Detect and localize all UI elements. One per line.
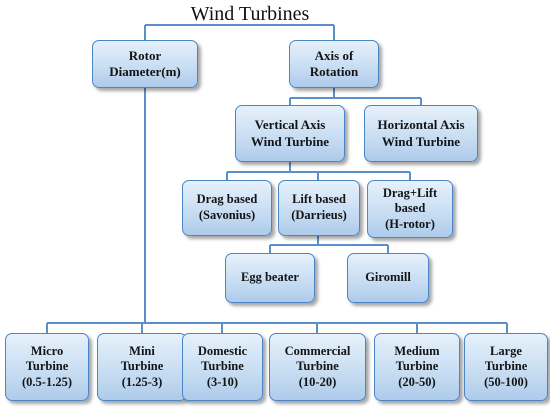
node-large-turbine: Large Turbine (50-100) [464,333,548,401]
node-lift-based: Lift based (Darrieus) [278,180,360,236]
diagram-title: Wind Turbines [190,3,310,25]
node-axis-of-rotation: Axis of Rotation [289,40,379,88]
node-mini-turbine: Mini Turbine (1.25-3) [97,333,187,401]
node-medium-turbine: Medium Turbine (20-50) [374,333,460,401]
node-giromill: Giromill [347,253,429,303]
node-commercial-turbine: Commercial Turbine (10-20) [269,333,366,401]
node-domestic-turbine: Domestic Turbine (3-10) [182,333,263,401]
node-rotor-diameter: Rotor Diameter(m) [92,40,198,88]
node-egg-beater: Egg beater [225,253,315,303]
node-vertical-axis: Vertical Axis Wind Turbine [235,105,345,162]
node-micro-turbine: Micro Turbine (0.5-1.25) [5,333,89,401]
node-drag-lift-based: Drag+Lift based (H-rotor) [367,180,453,238]
node-horizontal-axis: Horizontal Axis Wind Turbine [364,105,478,162]
node-drag-based: Drag based (Savonius) [182,180,272,236]
